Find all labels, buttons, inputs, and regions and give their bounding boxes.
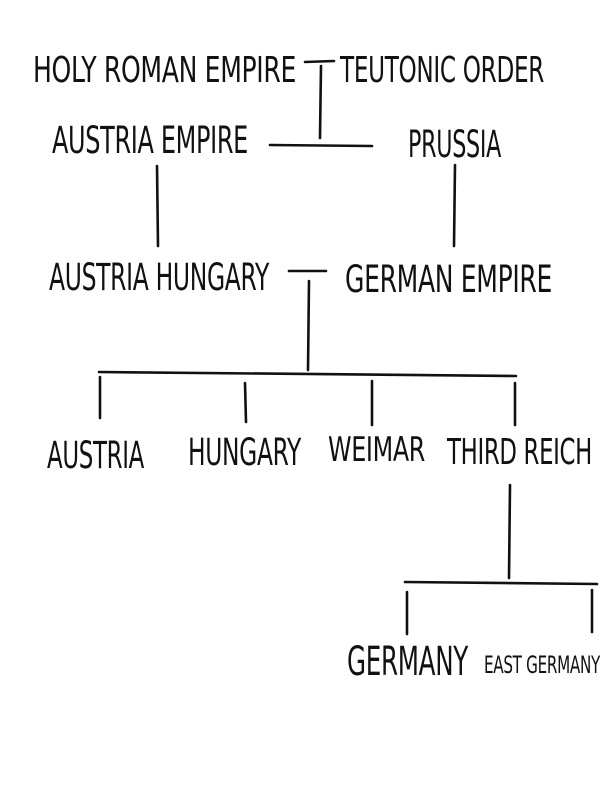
connector-prussia-down — [452, 163, 457, 248]
node-austria: AUSTRIA — [47, 434, 144, 477]
connector-successor-bar — [97, 370, 518, 378]
node-third-reich: THIRD REICH — [446, 432, 592, 473]
connector-austria-prussia — [268, 143, 374, 148]
node-east-germany: EAST GERMANY — [484, 651, 600, 679]
node-german-empire: GERMAN EMPIRE — [345, 258, 552, 301]
connector-austria-empire-down — [155, 164, 160, 248]
node-austria-empire: AUSTRIA EMPIRE — [52, 119, 248, 162]
node-weimar: WEIMAR — [328, 430, 425, 470]
connector-top-stem — [318, 64, 323, 140]
node-holy-roman-empire: HOLY ROMAN EMPIRE — [33, 50, 296, 91]
node-austria-hungary: AUSTRIA HUNGARY — [49, 256, 270, 299]
node-prussia: PRUSSIA — [408, 123, 501, 166]
connector-german-empire-stem — [306, 279, 311, 372]
node-germany: GERMANY — [347, 639, 469, 685]
node-labels: HOLY ROMAN EMPIRE TEUTONIC ORDER AUSTRIA… — [33, 50, 600, 685]
connector-germany-bar — [403, 580, 599, 586]
connector-lines — [97, 59, 599, 636]
connector-drop-hungary — [243, 381, 248, 424]
connector-third-reich-stem — [507, 483, 512, 580]
node-hungary: HUNGARY — [188, 431, 302, 474]
connector-hre-teutonic — [303, 59, 336, 64]
node-teutonic-order: TEUTONIC ORDER — [339, 50, 544, 91]
